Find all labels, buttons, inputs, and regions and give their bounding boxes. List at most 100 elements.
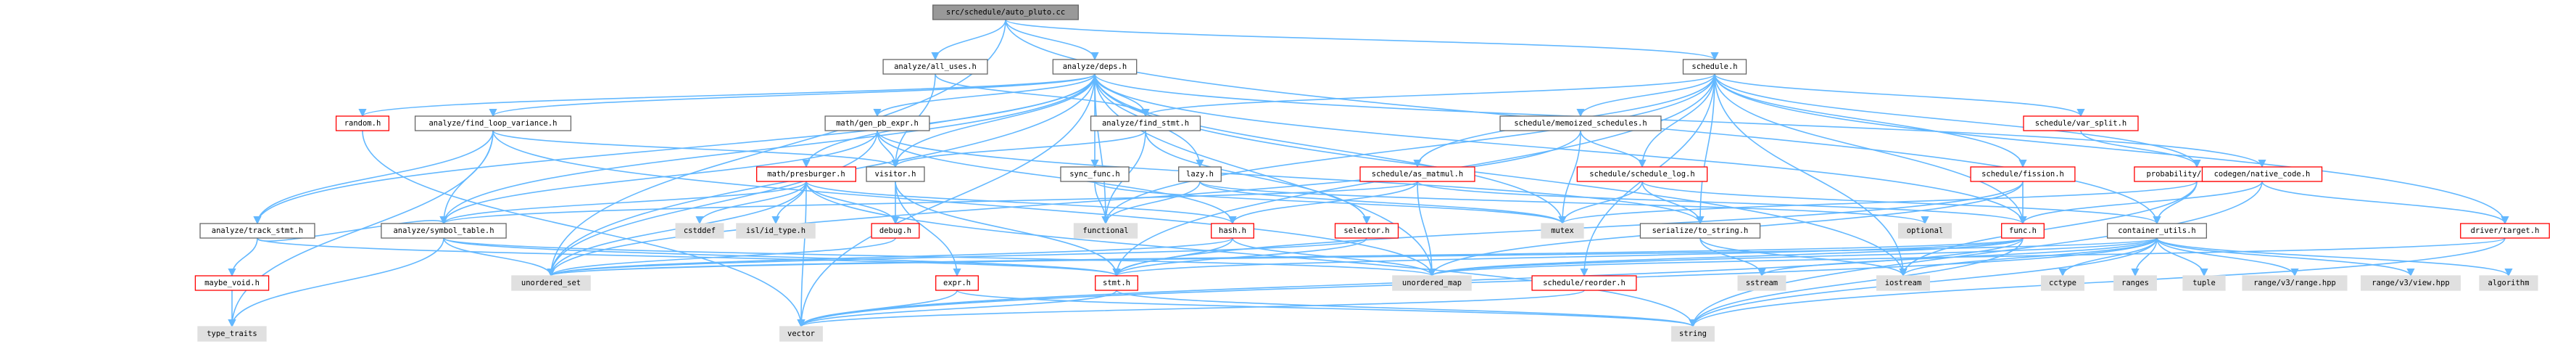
edge-schedule-to-serialize bbox=[1696, 73, 1715, 225]
node-container-utils[interactable]: container_utils.h bbox=[2106, 223, 2207, 239]
node-find-stmt[interactable]: analyze/find_stmt.h bbox=[1090, 115, 1201, 131]
node-label: tuple bbox=[2192, 279, 2216, 287]
node-schedule[interactable]: schedule.h bbox=[1682, 59, 1747, 75]
edge-selector-to-stmt bbox=[1112, 237, 1367, 277]
edge-container_utils-to-ranges bbox=[2131, 237, 2158, 277]
node-label: cstddef bbox=[684, 226, 716, 235]
edge-func-to-stmt bbox=[1112, 237, 2024, 277]
node-symbol-table[interactable]: analyze/symbol_table.h bbox=[381, 223, 507, 239]
node-expr[interactable]: expr.h bbox=[935, 275, 979, 291]
node-native-code[interactable]: codegen/native_code.h bbox=[2201, 166, 2323, 182]
node-box bbox=[1359, 166, 1475, 182]
node-maybe-void[interactable]: maybe_void.h bbox=[194, 275, 270, 291]
node-label: string bbox=[1679, 330, 1707, 338]
node-sync-func[interactable]: sync_func.h bbox=[1060, 166, 1130, 182]
node-label: debug.h bbox=[879, 226, 911, 235]
edge-deps-to-find_loop_variance bbox=[489, 73, 1096, 118]
node-label: type_traits bbox=[207, 330, 257, 338]
node-label: mutex bbox=[1551, 226, 1574, 235]
edge-deps-to-unordered_map bbox=[1094, 73, 1436, 277]
node-box bbox=[1737, 275, 1786, 291]
node-optional: optional bbox=[1897, 223, 1952, 239]
edge-var_split-to-rand_ctx bbox=[2080, 130, 2201, 168]
node-serialize[interactable]: serialize/to_string.h bbox=[1639, 223, 1761, 239]
node-reorder[interactable]: schedule/reorder.h bbox=[1531, 275, 1637, 291]
node-box bbox=[1178, 166, 1222, 182]
node-label: analyze/find_stmt.h bbox=[1102, 119, 1189, 128]
node-random[interactable]: random.h bbox=[335, 115, 390, 131]
edge-lazy-to-mutex bbox=[1199, 181, 1567, 225]
node-memoized[interactable]: schedule/memoized_schedules.h bbox=[1499, 115, 1662, 131]
node-auto-pluto[interactable]: src/schedule/auto_pluto.cc bbox=[932, 4, 1079, 20]
node-box bbox=[1060, 166, 1130, 182]
node-label: iostream bbox=[1885, 279, 1922, 287]
edge-symbol_table-to-type_traits bbox=[228, 237, 444, 328]
node-as-matmul[interactable]: schedule/as_matmul.h bbox=[1359, 166, 1475, 182]
node-box bbox=[935, 275, 979, 291]
node-all-uses[interactable]: analyze/all_uses.h bbox=[882, 59, 988, 75]
edge-presburger-to-symbol_table bbox=[439, 181, 807, 225]
node-gen-pb-expr[interactable]: math/gen_pb_expr.h bbox=[824, 115, 930, 131]
edge-deps-to-random bbox=[358, 73, 1096, 118]
node-visitor[interactable]: visitor.h bbox=[866, 166, 925, 182]
edge-container_utils-to-unordered_set bbox=[547, 237, 2158, 277]
node-algorithm: algorithm bbox=[2479, 275, 2538, 291]
node-box bbox=[2113, 275, 2157, 291]
node-label: math/presburger.h bbox=[767, 170, 845, 179]
node-stmt[interactable]: stmt.h bbox=[1095, 275, 1138, 291]
node-label: func.h bbox=[2009, 226, 2037, 235]
node-label: serialize/to_string.h bbox=[1652, 226, 1749, 235]
edge-find_stmt-to-visitor bbox=[891, 130, 1146, 168]
node-track-stmt[interactable]: analyze/track_stmt.h bbox=[199, 223, 315, 239]
node-box bbox=[2106, 223, 2207, 239]
node-box bbox=[381, 223, 507, 239]
node-func[interactable]: func.h bbox=[2001, 223, 2045, 239]
node-debug[interactable]: debug.h bbox=[871, 223, 920, 239]
node-box bbox=[2001, 223, 2045, 239]
node-box bbox=[1897, 223, 1952, 239]
edge-container_utils-to-algorithm bbox=[2156, 237, 2513, 277]
node-label: src/schedule/auto_pluto.cc bbox=[946, 8, 1065, 17]
node-box bbox=[932, 4, 1079, 20]
node-iostream: iostream bbox=[1876, 275, 1931, 291]
node-box bbox=[1682, 59, 1747, 75]
edge-container_utils-to-tuple bbox=[2156, 237, 2208, 277]
edge-schedule-to-var_split bbox=[1714, 73, 2085, 118]
edge-hash-to-unordered_set bbox=[547, 237, 1233, 277]
node-box bbox=[2041, 275, 2084, 291]
edge-deps-to-gen_pb_expr bbox=[873, 73, 1096, 118]
node-schedule-log[interactable]: schedule/schedule_log.h bbox=[1576, 166, 1708, 182]
edge-driver_target-to-string bbox=[1689, 237, 2506, 328]
node-label: isl/id_type.h bbox=[746, 226, 805, 235]
node-lazy[interactable]: lazy.h bbox=[1178, 166, 1222, 182]
node-deps[interactable]: analyze/deps.h bbox=[1052, 59, 1138, 75]
edge-lazy-to-functional bbox=[1101, 181, 1201, 225]
node-box bbox=[511, 275, 591, 291]
node-box bbox=[2360, 275, 2461, 291]
edge-symbol_table-to-stmt bbox=[443, 237, 1121, 277]
node-box bbox=[824, 115, 930, 131]
node-driver-target[interactable]: driver/target.h bbox=[2460, 223, 2550, 239]
node-hash[interactable]: hash.h bbox=[1211, 223, 1254, 239]
edge-schedule-to-rand_ctx bbox=[1714, 73, 2201, 168]
node-presburger[interactable]: math/presburger.h bbox=[756, 166, 857, 182]
node-box bbox=[1211, 223, 1254, 239]
edge-presburger-to-hash bbox=[805, 181, 1237, 225]
edge-native_code-to-driver_target bbox=[2261, 181, 2509, 225]
node-fission[interactable]: schedule/fission.h bbox=[1970, 166, 2076, 182]
node-box bbox=[871, 223, 920, 239]
node-label: random.h bbox=[344, 119, 381, 128]
node-box bbox=[736, 223, 816, 239]
node-box bbox=[1052, 59, 1138, 75]
node-box bbox=[1499, 115, 1662, 131]
node-label: container_utils.h bbox=[2118, 226, 2195, 235]
node-find-loop-variance[interactable]: analyze/find_loop_variance.h bbox=[414, 115, 572, 131]
edge-stmt-to-string bbox=[1116, 290, 1697, 328]
node-var-split[interactable]: schedule/var_split.h bbox=[2023, 115, 2139, 131]
node-selector[interactable]: selector.h bbox=[1334, 223, 1399, 239]
node-box bbox=[1392, 275, 1472, 291]
edge-schedule-to-fission bbox=[1714, 73, 2027, 168]
node-label: optional bbox=[1907, 226, 1944, 235]
edge-visitor-to-expr bbox=[895, 181, 961, 277]
node-box bbox=[199, 223, 315, 239]
